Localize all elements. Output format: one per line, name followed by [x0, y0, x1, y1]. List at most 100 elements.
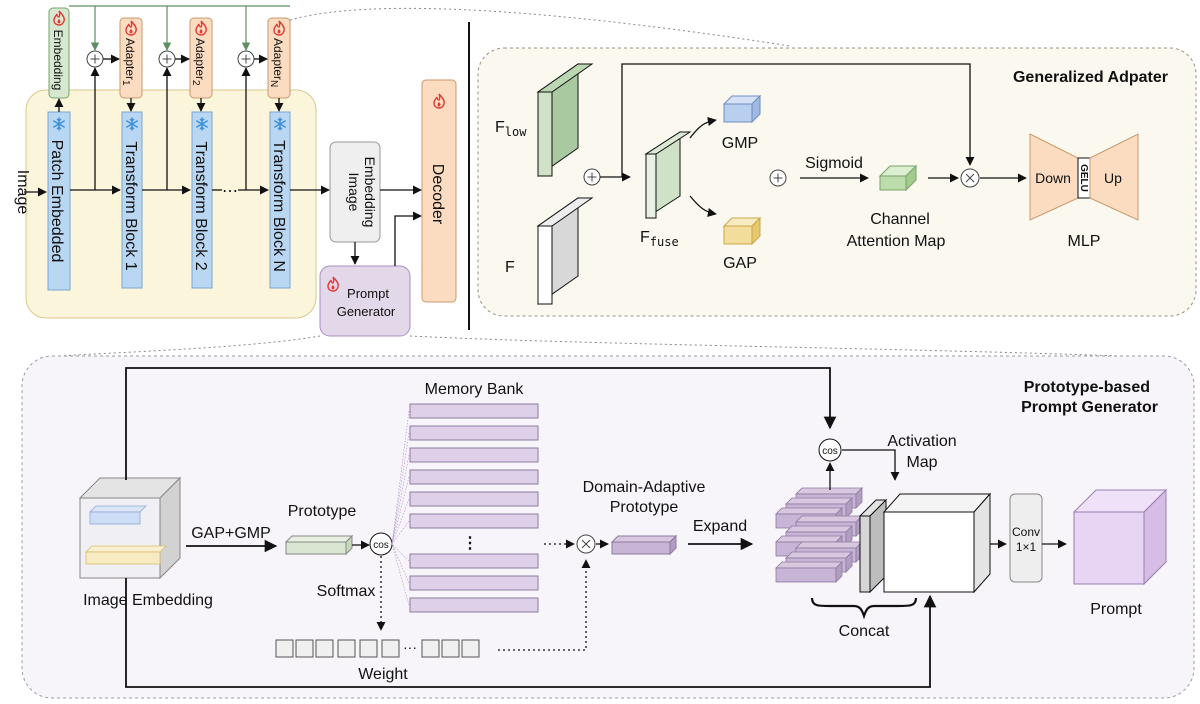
times-circle-icon	[576, 534, 596, 554]
expanded-prototype-top	[795, 541, 863, 549]
image-embedding-label: ImageEmbedding	[346, 157, 378, 228]
memory-bank-label: Memory Bank	[425, 381, 525, 398]
embedding-label: Embedding	[51, 30, 65, 91]
weight-cell	[337, 639, 356, 658]
image-embedding-caption: Image Embedding	[83, 592, 213, 609]
generalized-adapter-panel: Generalized Adpater Flow F Ffuse GMP G	[477, 47, 1197, 317]
mlp-gelu-label: GELU	[1078, 164, 1089, 192]
plus-circle-icon	[769, 169, 787, 187]
expanded-prototype-top	[795, 515, 863, 523]
conv-label-2: 1×1	[1016, 540, 1037, 554]
gap-gmp-label: GAP+GMP	[191, 525, 271, 542]
conv-label-1: Conv	[1012, 525, 1040, 539]
mlp-up-label: Up	[1104, 170, 1122, 186]
expanded-prototype	[775, 567, 837, 583]
memory-bank-slot	[409, 597, 539, 613]
sigmoid-label: Sigmoid	[805, 155, 863, 172]
transform-block-2-label: Transform Block 2	[192, 141, 209, 270]
softmax-label: Softmax	[317, 583, 376, 600]
memory-bank-slot	[409, 403, 539, 419]
memory-bank	[409, 403, 539, 613]
weight-cell	[441, 639, 460, 658]
memory-bank-slot	[409, 513, 539, 529]
gap-vector	[723, 225, 753, 245]
adapter-1-label: Adapter1	[120, 38, 137, 86]
memory-bank-vdots: ⋮	[462, 535, 478, 552]
prompt-panel-title-1: Prototype-based	[1024, 379, 1150, 396]
transform-block-n-label: Transform Block N	[270, 140, 287, 272]
weight-cell	[421, 639, 440, 658]
activation-map-label-1: Activation	[887, 433, 956, 450]
prompt-generator-panel: Prototype-based Prompt Generator Image E…	[21, 355, 1195, 699]
memory-bank-slot	[409, 553, 539, 569]
encoder-panel	[25, 89, 317, 319]
cos-label: cos	[373, 540, 389, 551]
expanded-prototype-top	[785, 497, 853, 505]
memory-bank-slot	[409, 425, 539, 441]
decoder-label: Decoder	[429, 164, 446, 225]
patch-embedded-label: Patch Embedded	[48, 140, 65, 263]
expanded-prototype-side	[845, 497, 853, 519]
memory-bank-slot	[409, 491, 539, 507]
expanded-prototype-top	[795, 487, 863, 495]
f-low-label: Flow	[495, 119, 527, 139]
transform-block-2	[191, 111, 213, 289]
mlp-down-label: Down	[1035, 170, 1071, 186]
channel-attention-label-1: Channel	[870, 211, 930, 228]
plus-circle-icon	[158, 50, 176, 68]
image-feature-cube	[883, 511, 975, 593]
conv-1x1-box	[1009, 493, 1043, 583]
cos-fan-lines	[391, 410, 410, 606]
expanded-prototype-side	[845, 525, 853, 547]
mlp-label: MLP	[1068, 233, 1101, 250]
blocks-ellipsis: ⋯	[222, 183, 238, 200]
gmp-vector	[723, 103, 753, 123]
expanded-prototype-top	[775, 507, 843, 515]
cos-fan-line	[391, 543, 410, 584]
weight-label: Weight	[358, 666, 408, 683]
generalized-adapter-title: Generalized Adpater	[1013, 69, 1168, 86]
prompt-generator-label-2: Generator	[337, 304, 396, 319]
domain-adaptive-prototype-vector	[611, 541, 671, 555]
expanded-prototype-top	[775, 561, 843, 569]
times-circle-icon	[960, 168, 980, 188]
expanded-prototype-side	[845, 551, 853, 573]
activation-map-label-2: Map	[906, 454, 937, 471]
prompt-generator-box	[319, 265, 411, 337]
domain-adaptive-label-2: Prototype	[610, 499, 679, 516]
expanded-prototype-top	[775, 535, 843, 543]
cos-fan-line	[391, 432, 410, 545]
expanded-prototype-top	[785, 525, 853, 533]
input-image-label: Image	[14, 170, 31, 215]
prompt-generator-label-1: Prompt	[347, 286, 389, 301]
transform-block-1-label: Transform Block 1	[122, 141, 139, 270]
expanded-prototype-top	[785, 551, 853, 559]
memory-bank-slot	[409, 447, 539, 463]
cos-fan-line	[391, 498, 410, 545]
prototype-label: Prototype	[288, 503, 357, 520]
gmp-label: GMP	[722, 135, 758, 152]
memory-bank-slot	[409, 575, 539, 591]
concat-label: Concat	[839, 623, 890, 640]
channel-attention-map	[879, 175, 907, 191]
adapter-2-label: Adapter2	[190, 38, 207, 86]
memory-bank-slot	[409, 469, 539, 485]
weight-cell	[315, 639, 334, 658]
weight-cell	[275, 639, 294, 658]
encoder-section: Image Patch Embedded Embedding Transform…	[14, 5, 1121, 357]
f-low-feature	[537, 91, 553, 177]
weight-cell	[295, 639, 314, 658]
prompt-panel-title-2: Prompt Generator	[1021, 399, 1158, 416]
decoder-box	[421, 79, 457, 303]
f-fuse-feature	[645, 153, 657, 219]
prompt-cube	[1073, 511, 1145, 585]
cos-node-activation	[818, 438, 842, 462]
expanded-prototype-side	[835, 561, 843, 583]
weight-cell	[461, 639, 480, 658]
cos-fan-line	[391, 410, 410, 545]
domain-adaptive-label-1: Domain-Adaptive	[583, 479, 706, 496]
weight-cell	[381, 639, 400, 658]
f-feature	[537, 225, 553, 305]
expanded-prototype-side	[855, 487, 863, 509]
